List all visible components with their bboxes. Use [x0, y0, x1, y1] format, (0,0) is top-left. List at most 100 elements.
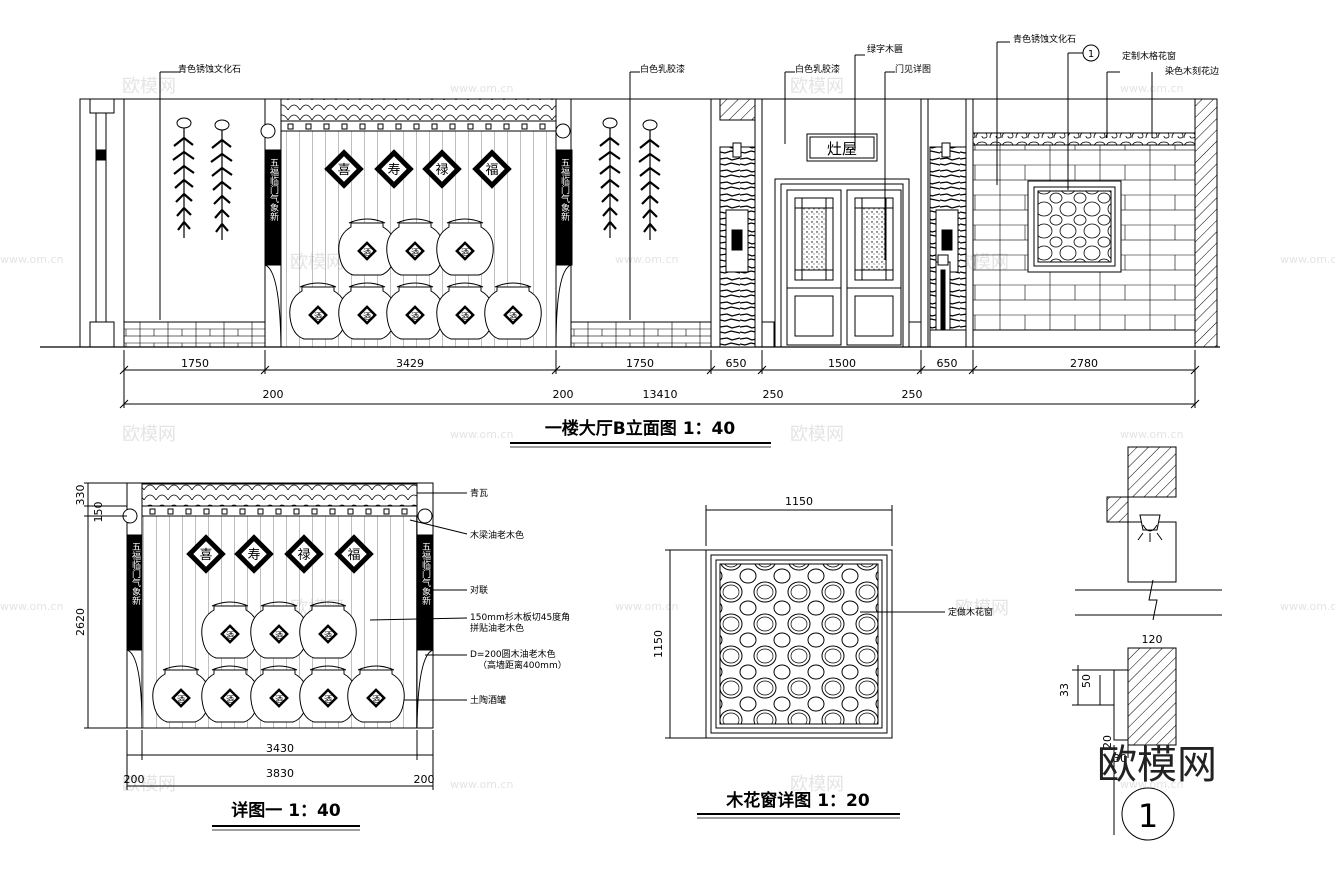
- detail-dims: 330 150 2620 3430 3830 200 200: [74, 485, 435, 787]
- couplet-left: [264, 149, 282, 266]
- couplet-text-left: 五福临门气象新: [130, 542, 141, 606]
- diamond-char: 寿: [247, 548, 260, 563]
- elevation-right-part: [119, 41, 1218, 409]
- dim-text: 3430: [266, 742, 294, 755]
- watermark-brand: 欧模网: [955, 598, 1009, 619]
- diamond-char: 喜: [199, 548, 212, 563]
- diamond-char: 禄: [297, 548, 310, 563]
- couplet-text-right: 五福临门气象新: [559, 158, 570, 222]
- label-latex: 白色乳胶漆: [795, 63, 840, 75]
- dim-text: 20: [1101, 735, 1114, 749]
- detail-jars: 酒酒酒酒酒酒酒酒: [152, 601, 405, 723]
- stone-wall-base: [123, 321, 266, 348]
- watermark-site: www.om.cn: [615, 253, 678, 266]
- watermark-site: www.om.cn: [1120, 428, 1183, 441]
- watermark-site: www.om.cn: [450, 82, 513, 95]
- dim-text: 650: [937, 357, 958, 370]
- watermark-brand: 欧模网: [122, 774, 176, 795]
- window-frame: [705, 549, 893, 739]
- diamond-char: 寿: [387, 163, 400, 178]
- watermark-site: www.om.cn: [450, 428, 513, 441]
- label-plank: 150mm杉木板切45度角: [470, 611, 570, 623]
- callout-number: 1: [1088, 49, 1094, 60]
- label-carved: 染色木刻花边: [1165, 65, 1219, 77]
- dim-text: 200: [553, 388, 574, 401]
- roof-beam-ends: [287, 123, 546, 130]
- watermark-site: www.om.cn: [1280, 253, 1335, 266]
- elevation-labels: 青色锈蚀文化石 白色乳胶漆 白色乳胶漆 绿字木匾 门见详图 青色锈蚀文化石 1 …: [178, 33, 1219, 77]
- dim-text: 2620: [74, 608, 87, 636]
- jar-char: 酒: [275, 695, 283, 704]
- diamond-char: 福: [485, 163, 498, 178]
- dim-text: 50: [1080, 674, 1093, 688]
- detail-diamonds: 喜 寿 禄 福: [186, 534, 374, 574]
- elevation-dims: 1750 3429 1750 650 1500 650 2780 200 200…: [181, 357, 1098, 401]
- window-lattice: [719, 563, 879, 725]
- dim-text: 200: [124, 773, 145, 786]
- jar-char: 酒: [324, 631, 332, 640]
- label-log: D=200圆木油老木色: [470, 648, 556, 660]
- dim-text: 3429: [396, 357, 424, 370]
- plant-decoration: [209, 118, 234, 242]
- couplet-text-left: 五福临门气象新: [268, 158, 279, 222]
- door-leaf-right: [846, 189, 902, 346]
- dim-text: 200: [414, 773, 435, 786]
- diamond-char: 福: [347, 548, 360, 563]
- window-title: 木花窗详图 1：20: [725, 790, 870, 811]
- detail-title: 详图一 1：40: [231, 800, 341, 821]
- dim-text: 200: [263, 388, 284, 401]
- label-tile: 青瓦: [470, 487, 488, 499]
- dim-text: 1500: [828, 357, 856, 370]
- watermark-brand: 欧模网: [790, 76, 844, 97]
- brand-watermark: 欧模网: [1097, 742, 1217, 788]
- jar-char: 酒: [177, 695, 185, 704]
- watermark-site: www.om.cn: [450, 778, 513, 791]
- jar-char: 酒: [509, 312, 517, 321]
- dimension-ticks: [119, 350, 1200, 409]
- carved-border: [972, 132, 1196, 146]
- dim-text: 250: [902, 388, 923, 401]
- watermark-site: www.om.cn: [615, 600, 678, 613]
- label-couplet: 对联: [470, 584, 488, 596]
- diamond-char: 喜: [337, 163, 350, 178]
- couplet-text-right: 五福临门气象新: [420, 542, 431, 606]
- dim-text: 250: [763, 388, 784, 401]
- jar-char: 酒: [363, 248, 371, 257]
- plant-decoration: [171, 116, 196, 240]
- couplet-right: [555, 149, 573, 266]
- dim-text: 1150: [785, 495, 813, 508]
- dim-text: 650: [726, 357, 747, 370]
- label-log: （高墙距离400mm）: [478, 659, 567, 671]
- dim-text: 13410: [643, 388, 678, 401]
- jar-char: 酒: [226, 631, 234, 640]
- label-door: 门见详图: [895, 63, 931, 75]
- jar-char: 酒: [461, 312, 469, 321]
- jar-char: 酒: [372, 695, 380, 704]
- section-dims: 120 50 33 20 30: [1058, 633, 1163, 765]
- label-jars: 土陶酒罐: [470, 694, 506, 706]
- label-stone: 青色锈蚀文化石: [178, 63, 241, 75]
- window-detail: [665, 505, 945, 739]
- fortune-diamonds: 喜 寿 禄 福: [324, 149, 512, 189]
- label-lattice: 定制木格花窗: [1122, 50, 1176, 62]
- watermark-brand: 欧模网: [790, 424, 844, 445]
- watermark-site: www.om.cn: [1280, 600, 1335, 613]
- section-number: 1: [1138, 797, 1158, 835]
- dim-text: 33: [1058, 683, 1071, 697]
- dim-text: 1150: [652, 630, 665, 658]
- dim-text: 120: [1142, 633, 1163, 646]
- jar-char: 酒: [461, 248, 469, 257]
- dim-text: 330: [74, 485, 87, 506]
- dim-text: 150: [92, 502, 105, 523]
- elevation-title: 一楼大厅B立面图 1：40: [545, 418, 736, 439]
- jar-char: 酒: [226, 695, 234, 704]
- door-leaf-left: [786, 189, 842, 346]
- watermark-brand: 欧模网: [790, 774, 844, 795]
- jar-char: 酒: [275, 631, 283, 640]
- label-latex: 白色乳胶漆: [640, 63, 685, 75]
- jar-char: 酒: [363, 312, 371, 321]
- watermark-brand: 欧模网: [122, 76, 176, 97]
- dim-text: 1750: [626, 357, 654, 370]
- label-plaque: 绿字木匾: [867, 43, 903, 55]
